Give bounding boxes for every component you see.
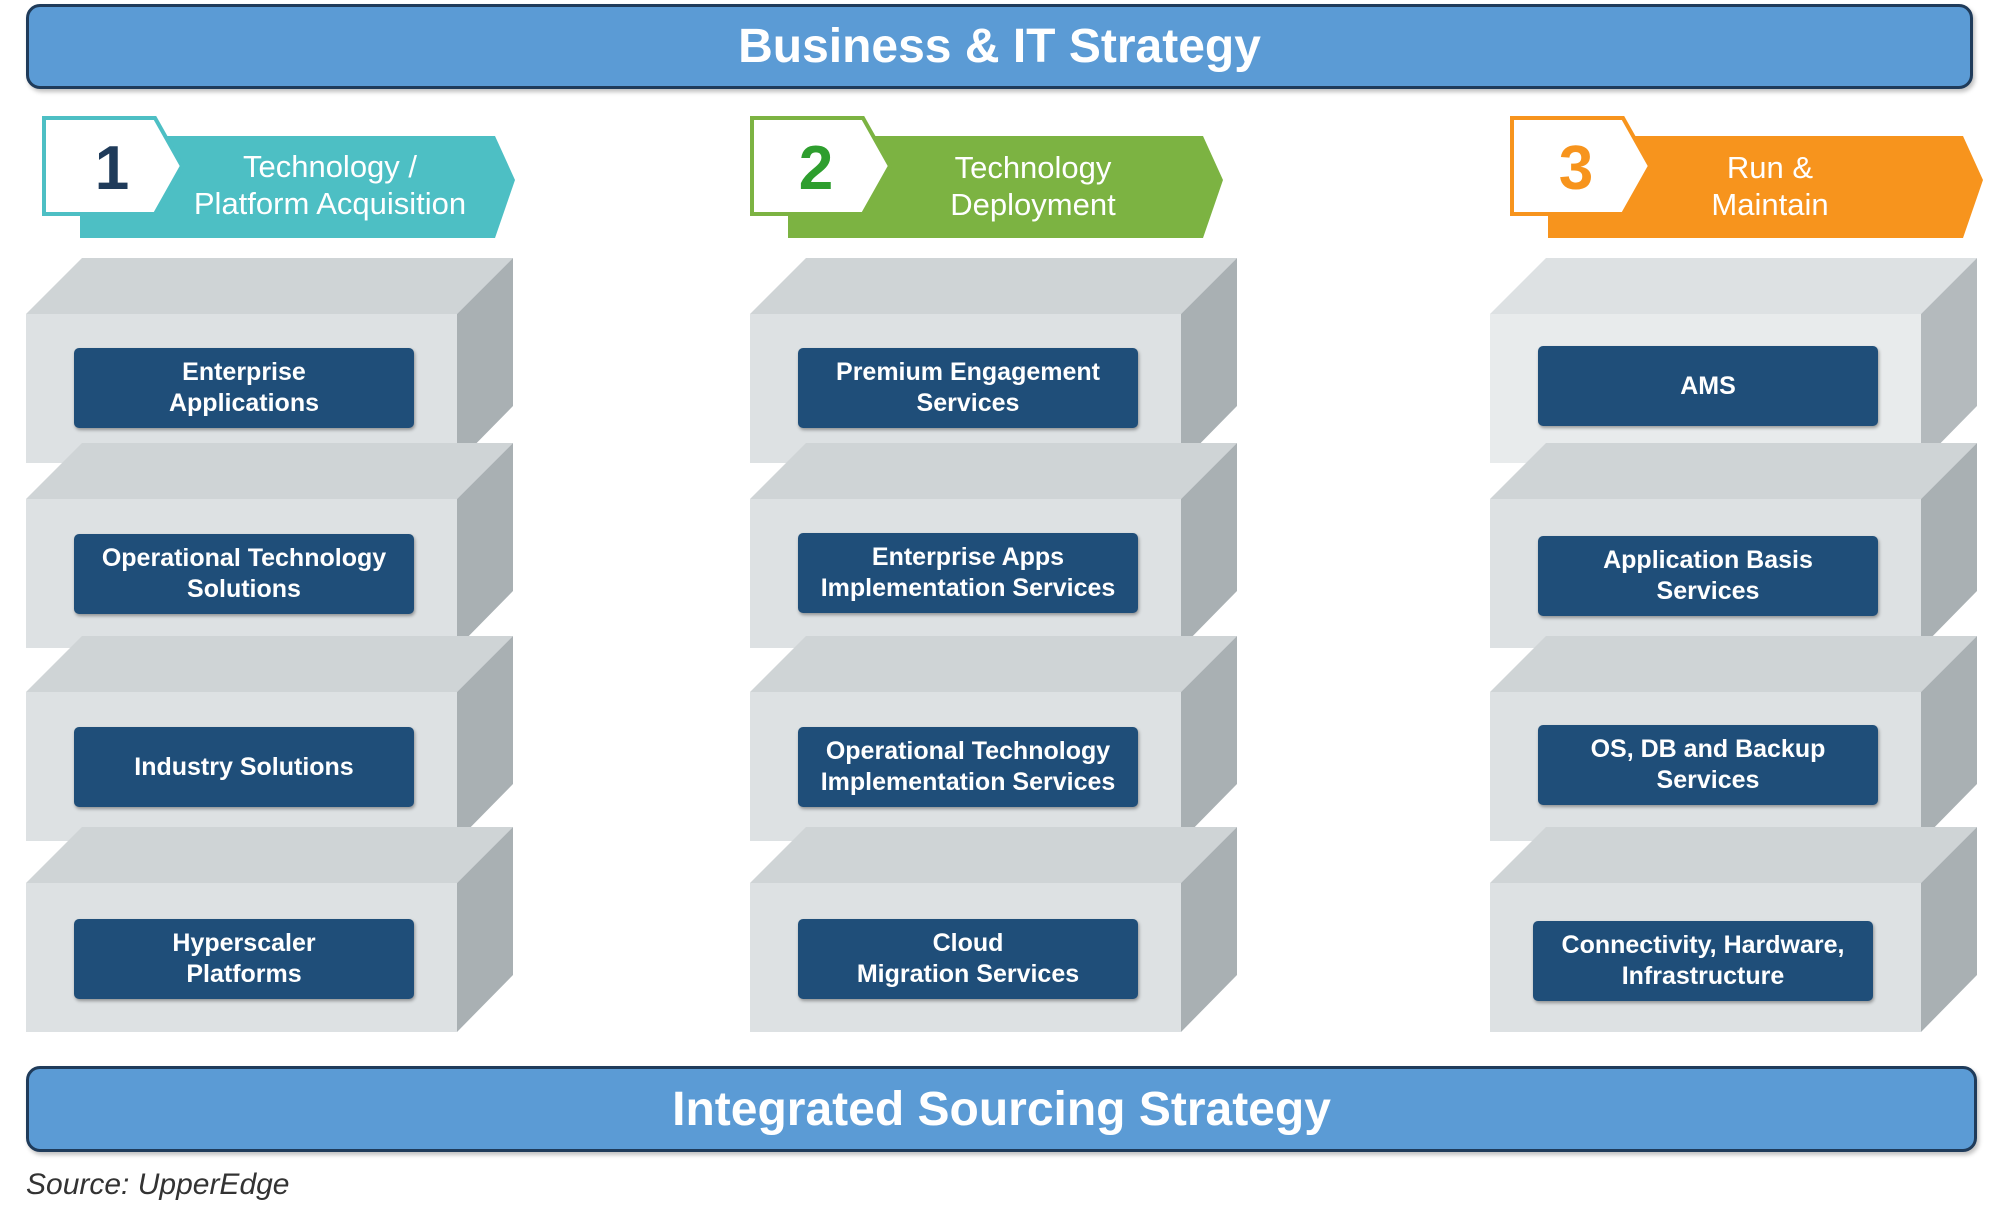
block-2-3: Operational Technology Implementation Se… [750,636,1237,841]
phase-arrow-3 [1548,136,1983,238]
phase-title-3-line1: Run & [1727,150,1813,185]
top-banner: Business & IT Strategy [26,4,1973,89]
block-3-2: Application Basis Services [1490,443,1977,648]
phase-arrow-1 [80,136,515,238]
phase-header-3: 3 Run & Maintain [1510,116,1983,238]
phase-number-1: 1 [95,134,129,203]
phase-header-1: 1 Technology / Platform Acquisition [42,116,515,238]
phase-number-3: 3 [1559,134,1593,203]
service-box: Industry Solutions [74,727,414,807]
service-box: Operational Technology Implementation Se… [798,727,1138,807]
block-2-2: Enterprise Apps Implementation Services [750,443,1237,648]
block-1-1: Enterprise Applications [26,258,513,463]
service-box: Enterprise Apps Implementation Services [798,533,1138,613]
service-box: Operational Technology Solutions [74,534,414,614]
block-3-1: AMS [1490,258,1977,463]
phase-title-1-line2: Platform Acquisition [194,186,466,221]
top-banner-title: Business & IT Strategy [738,20,1261,73]
block-2-4: Cloud Migration Services [750,827,1237,1032]
block-3-4: Connectivity, Hardware, Infrastructure [1490,827,1977,1032]
service-box: AMS [1538,346,1878,426]
phase-title-1-line1: Technology / [243,149,417,184]
block-1-4: Hyperscaler Platforms [26,827,513,1032]
service-box: Premium Engagement Services [798,348,1138,428]
service-box: Cloud Migration Services [798,919,1138,999]
block-2-1: Premium Engagement Services [750,258,1237,463]
service-box: Hyperscaler Platforms [74,919,414,999]
phase-number-badge-2 [750,116,893,216]
phase-number-2: 2 [799,134,833,203]
service-box: Connectivity, Hardware, Infrastructure [1533,921,1873,1001]
phase-title-2-line1: Technology [955,150,1112,185]
block-1-2: Operational Technology Solutions [26,443,513,648]
phase-title-2-line2: Deployment [950,187,1116,222]
phase-arrow-2 [788,136,1223,238]
phase-title-3-line2: Maintain [1711,187,1828,222]
service-box: Application Basis Services [1538,536,1878,616]
source-caption: Source: UpperEdge [26,1168,290,1201]
block-3-3: OS, DB and Backup Services [1490,636,1977,841]
phase-number-badge-1 [42,116,185,216]
service-box: Enterprise Applications [74,348,414,428]
bottom-banner: Integrated Sourcing Strategy [26,1066,1977,1152]
service-box: OS, DB and Backup Services [1538,725,1878,805]
phase-header-2: 2 Technology Deployment [750,116,1223,238]
phase-number-badge-3 [1510,116,1653,216]
block-1-3: Industry Solutions [26,636,513,841]
bottom-banner-title: Integrated Sourcing Strategy [672,1082,1331,1136]
